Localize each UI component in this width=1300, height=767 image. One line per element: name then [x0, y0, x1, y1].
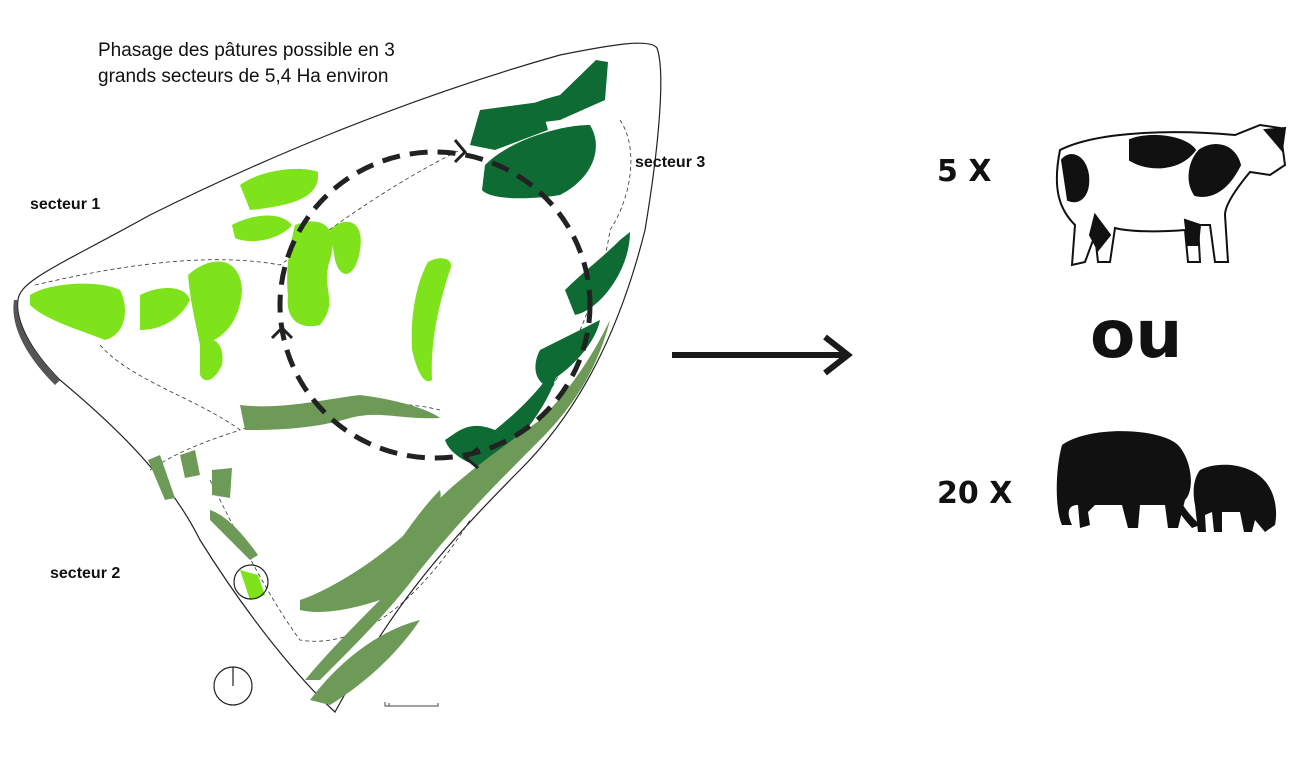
sheep-count: 20 X [937, 476, 1013, 511]
sector-3-label: secteur 3 [635, 154, 706, 171]
rotation-arrowhead [463, 446, 479, 470]
sector-1-pastures [30, 168, 451, 600]
sector-2-label: secteur 2 [50, 565, 121, 582]
or-label: ou [1090, 296, 1183, 373]
cow-icon [1055, 123, 1287, 267]
rotation-cycle-circle [277, 149, 593, 461]
title-line-1: Phasage des pâtures possible en 3 [98, 40, 395, 61]
detail-marker-circle [233, 564, 269, 600]
scale-bar [384, 702, 439, 707]
arrow-icon [672, 334, 853, 376]
rotation-arrowhead [270, 325, 294, 340]
sector-3-pastures [445, 60, 630, 470]
sector-2-pastures [148, 320, 610, 705]
site-outline [17, 42, 662, 713]
title-line-2: grands secteurs de 5,4 Ha environ [98, 66, 389, 87]
rotation-arrowhead [453, 139, 468, 164]
cow-count: 5 X [937, 154, 992, 189]
sheep-icon [1056, 431, 1277, 532]
sector-1-label: secteur 1 [30, 196, 101, 213]
map-title: Phasage des pâtures possible en 3 grands… [98, 38, 395, 90]
outline-shadow [13, 300, 60, 385]
